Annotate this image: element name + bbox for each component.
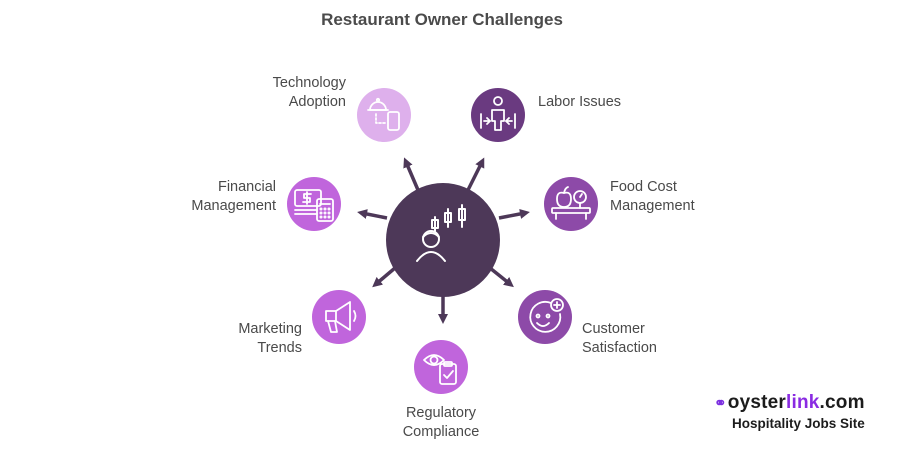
brand-tagline: Hospitality Jobs Site (732, 416, 865, 431)
node-food-cost-management (544, 177, 598, 231)
node-financial-management (287, 177, 341, 231)
label-customer-satisfaction: Customer Satisfaction (582, 320, 657, 358)
label-financial-management: Financial Management (191, 178, 276, 216)
scale-apple-icon (551, 186, 591, 220)
arrow-food-cost (498, 209, 530, 220)
label-regulatory-compliance: Regulatory Compliance (391, 404, 491, 442)
brand-name-accent: link (786, 392, 820, 413)
oyster-link-icon: ⚭ (714, 395, 727, 412)
node-marketing-trends (312, 290, 366, 344)
arrow-labor (466, 157, 485, 191)
label-line: Financial (217, 179, 276, 195)
label-line: Management (191, 198, 276, 214)
label-line: Adoption (288, 94, 346, 110)
connector-arrows (357, 157, 530, 324)
label-line: Food Cost (610, 179, 677, 195)
label-line: Regulatory (405, 405, 477, 421)
node-customer-satisfaction (518, 290, 572, 344)
label-labor-issues: Labor Issues (538, 93, 621, 112)
label-line: Labor Issues (538, 94, 622, 110)
brand-logo: ⚭oysterlink.com (714, 392, 884, 414)
worker-arrows-icon (480, 96, 516, 131)
tablet-cloche-icon (367, 97, 400, 131)
arrow-technology (403, 157, 420, 191)
arrow-customer (488, 266, 514, 288)
label-line: Marketing (238, 321, 302, 337)
diagram-title: Restaurant Owner Challenges (321, 10, 563, 29)
hub-owner (386, 183, 500, 297)
label-line: Technology (272, 75, 346, 91)
arrow-marketing (372, 266, 397, 288)
megaphone-icon (325, 301, 357, 333)
node-regulatory-compliance (414, 340, 468, 394)
label-line: Satisfaction (582, 340, 657, 356)
smiley-plus-icon (529, 298, 564, 333)
label-line: Trends (257, 340, 302, 356)
label-technology-adoption: Technology Adoption (273, 74, 346, 112)
brand-watermark: ⚭oysterlink.com Hospitality Jobs Site (714, 392, 884, 431)
label-line: Customer (582, 321, 645, 337)
label-marketing-trends: Marketing Trends (238, 320, 302, 358)
node-technology-adoption (357, 88, 411, 142)
brand-name-suffix: .com (819, 392, 865, 413)
arrow-financial (357, 209, 388, 220)
node-labor-issues (471, 88, 525, 142)
cash-calculator-icon (294, 189, 334, 222)
brand-name-prefix: oyster (727, 392, 787, 413)
label-line: Management (610, 198, 695, 214)
restaurant-owner-candlestick-icon (416, 204, 466, 262)
label-food-cost-management: Food Cost Management (610, 178, 695, 216)
eye-checklist-icon (423, 354, 457, 385)
label-line: Compliance (402, 424, 480, 440)
